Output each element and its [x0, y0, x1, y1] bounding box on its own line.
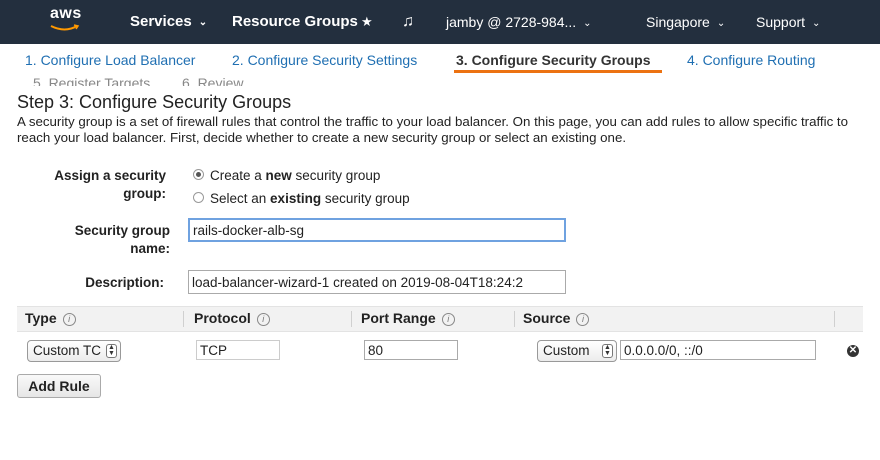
source-header-label: Source — [523, 310, 571, 326]
assign-label-line2: group: — [123, 186, 166, 201]
add-rule-button[interactable]: Add Rule — [17, 374, 101, 398]
support-menu[interactable]: Support ⌄ — [756, 0, 820, 44]
type-select-value: Custom TC — [33, 343, 102, 358]
info-icon[interactable]: i — [256, 313, 270, 326]
select-arrows-icon: ▲▼ — [106, 344, 117, 358]
region-label: Singapore — [646, 14, 710, 30]
option-existing-post: security group — [321, 191, 410, 206]
name-label-line2: name: — [130, 241, 170, 256]
description-label: Description: — [85, 275, 164, 290]
aws-logo[interactable]: aws — [50, 0, 96, 44]
port-range-column-header: Port Range i — [361, 310, 455, 326]
account-menu[interactable]: jamby @ 2728-984... ⌄ — [446, 0, 592, 44]
protocol-input[interactable] — [196, 340, 280, 360]
column-divider — [514, 311, 515, 327]
option-new-bold: new — [265, 168, 292, 183]
resource-groups-label: Resource Groups — [232, 13, 358, 30]
info-icon[interactable]: i — [62, 313, 76, 326]
type-select[interactable]: Custom TC ▲▼ — [27, 340, 121, 362]
aws-logo-text: aws — [50, 5, 82, 22]
tab-configure-routing[interactable]: 4. Configure Routing — [687, 52, 816, 68]
info-icon[interactable]: i — [441, 313, 455, 326]
security-group-name-label: Security group name: — [30, 222, 170, 258]
wizard-steps: 1. Configure Load Balancer 2. Configure … — [0, 44, 880, 86]
region-menu[interactable]: Singapore ⌄ — [646, 0, 725, 44]
tab-register-targets[interactable]: 5. Register Targets — [33, 75, 151, 86]
tab-configure-security-settings[interactable]: 2. Configure Security Settings — [232, 52, 418, 68]
chevron-down-icon: ⌄ — [716, 18, 726, 29]
services-menu[interactable]: Services ⌄ — [130, 0, 207, 44]
column-divider — [834, 311, 835, 327]
protocol-column-header: Protocol i — [194, 310, 270, 326]
option-new-post: security group — [291, 168, 381, 183]
services-label: Services — [130, 13, 192, 30]
top-navigation-bar: aws Services ⌄ Resource Groups ★ ♫ jamby … — [0, 0, 880, 44]
chevron-down-icon: ⌄ — [583, 18, 592, 29]
support-label: Support — [756, 14, 806, 30]
column-divider — [351, 311, 352, 327]
active-tab-underline — [454, 70, 662, 73]
description-input[interactable] — [188, 270, 566, 294]
create-new-sg-option[interactable]: Create a new security group — [193, 168, 380, 183]
select-existing-radio[interactable] — [193, 192, 204, 203]
tab-configure-load-balancer[interactable]: 1. Configure Load Balancer — [25, 52, 196, 68]
source-select[interactable]: Custom ▲▼ — [537, 340, 617, 362]
step-description: A security group is a set of firewall ru… — [17, 114, 848, 145]
port-range-input[interactable] — [364, 340, 458, 360]
option-existing-pre: Select an — [210, 191, 271, 206]
source-select-value: Custom — [543, 343, 590, 358]
tab-review[interactable]: 6. Review — [182, 75, 244, 86]
create-new-radio[interactable] — [193, 169, 204, 180]
bell-icon[interactable]: ♫ — [402, 13, 414, 30]
pin-icon[interactable]: ★ — [361, 14, 373, 29]
page-title: Step 3: Configure Security Groups — [17, 92, 292, 112]
chevron-down-icon: ⌄ — [812, 18, 821, 29]
protocol-header-label: Protocol — [194, 310, 251, 326]
name-label-line1: Security group — [74, 223, 170, 238]
option-new-pre: Create a — [210, 168, 266, 183]
account-label: jamby @ 2728-984... — [446, 14, 577, 30]
option-existing-bold: existing — [270, 191, 322, 206]
tab-configure-security-groups[interactable]: 3. Configure Security Groups — [456, 52, 651, 68]
assign-security-group-label: Assign a security group: — [30, 167, 166, 203]
aws-smile-icon — [50, 24, 80, 31]
resource-groups-menu[interactable]: Resource Groups — [232, 0, 358, 44]
assign-label-line1: Assign a security — [54, 168, 166, 183]
column-divider — [183, 311, 184, 327]
select-arrows-icon: ▲▼ — [602, 344, 613, 358]
remove-rule-icon[interactable]: ✕ — [847, 345, 859, 357]
chevron-down-icon: ⌄ — [198, 17, 208, 28]
info-icon[interactable]: i — [576, 313, 590, 326]
security-group-name-input[interactable] — [188, 218, 566, 242]
type-header-label: Type — [25, 310, 57, 326]
select-existing-sg-option[interactable]: Select an existing security group — [193, 191, 410, 206]
source-cidr-input[interactable] — [620, 340, 816, 360]
port-range-header-label: Port Range — [361, 310, 436, 326]
